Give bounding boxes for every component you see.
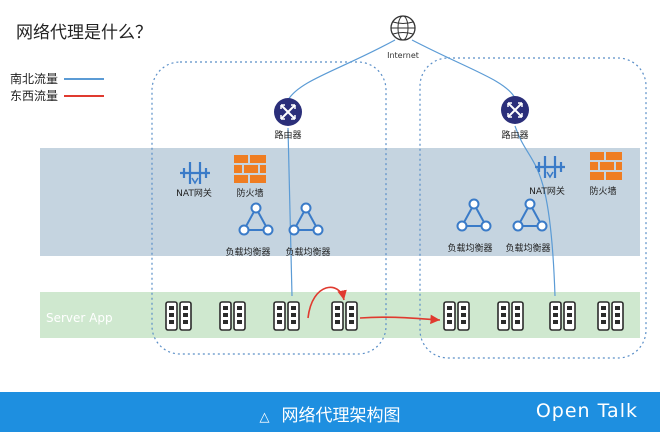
server-icon xyxy=(331,301,358,331)
triangle-icon: △ xyxy=(259,410,270,425)
right-nat-gateway-icon xyxy=(535,156,565,179)
left-load-balancer-2-icon xyxy=(288,202,324,236)
server-icon xyxy=(219,301,246,331)
ew-arrow-cross-cluster xyxy=(359,314,441,325)
ns-line-right-down xyxy=(514,125,556,297)
network-layer-band xyxy=(40,148,640,256)
ns-line-internet-left xyxy=(287,39,396,101)
legend-north-south: 南北流量 xyxy=(10,70,105,87)
left-load-balancer-2-label: 负载均衡器 xyxy=(285,246,330,258)
left-firewall-icon xyxy=(234,155,266,183)
footer-bar: △ 网络代理架构图 Open Talk xyxy=(0,392,660,432)
left-nat-gateway-label: NAT网关 xyxy=(176,187,212,199)
left-nat-gateway-icon xyxy=(180,162,210,185)
right-router-icon xyxy=(501,96,529,124)
open-talk-brand: Open Talk xyxy=(535,400,638,422)
left-load-balancer-1-label: 负载均衡器 xyxy=(225,246,270,258)
server-icon xyxy=(443,301,470,331)
cloud-native-logo-text: CLOUD NATIVE xyxy=(480,365,532,373)
left-router-icon xyxy=(274,98,302,126)
left-router-label: 路由器 xyxy=(274,129,301,141)
server-icon xyxy=(165,301,192,331)
ns-line-internet-right xyxy=(411,39,516,99)
ns-line-left-down xyxy=(287,127,293,297)
partner-logo xyxy=(542,361,550,374)
server-group xyxy=(165,301,624,331)
slide-title: 网络代理是什么？ xyxy=(16,23,152,43)
legend: 南北流量 东西流量 xyxy=(10,70,105,104)
server-icon xyxy=(273,301,300,331)
internet-globe-icon xyxy=(390,15,416,41)
footer-title-wrap: △ 网络代理架构图 xyxy=(0,401,660,426)
server-icon xyxy=(597,301,624,331)
right-load-balancer-2-label: 负载均衡器 xyxy=(505,242,550,254)
right-cluster-boundary xyxy=(419,57,647,359)
east-west-traffic xyxy=(307,286,441,325)
right-firewall-label: 防火墙 xyxy=(589,185,616,197)
left-load-balancer-1-icon xyxy=(238,202,274,236)
service-mesher-logo-text: ServiceMesher xyxy=(604,365,656,373)
server-icon xyxy=(497,301,524,331)
legend-east-west-line xyxy=(64,94,105,97)
right-router-label: 路由器 xyxy=(501,129,528,141)
right-load-balancer-2-icon xyxy=(512,198,548,232)
left-firewall-label: 防火墙 xyxy=(236,187,263,199)
cloud-native-logo: CLOUD NATIVE xyxy=(463,362,532,373)
legend-east-west-label: 东西流量 xyxy=(10,89,59,103)
right-nat-gateway-label: NAT网关 xyxy=(529,185,565,197)
internet-label: Internet xyxy=(387,51,419,60)
right-load-balancer-1-icon xyxy=(456,198,492,232)
legend-north-south-label: 南北流量 xyxy=(10,72,59,86)
server-app-label: Server App xyxy=(46,311,113,325)
ew-arrow-local xyxy=(307,286,347,319)
left-cluster-boundary xyxy=(151,61,387,355)
legend-north-south-line xyxy=(64,77,105,80)
footer-title: 网络代理架构图 xyxy=(281,406,401,426)
service-mesher-logo: ServiceMesher xyxy=(590,362,656,374)
server-icon xyxy=(549,301,576,331)
network-diagram: Server App Internet 路由器 路由器 NAT网关 xyxy=(40,15,656,374)
right-firewall-icon xyxy=(590,152,622,180)
legend-east-west: 东西流量 xyxy=(10,87,105,104)
right-load-balancer-1-label: 负载均衡器 xyxy=(447,242,492,254)
north-south-traffic xyxy=(287,39,556,297)
